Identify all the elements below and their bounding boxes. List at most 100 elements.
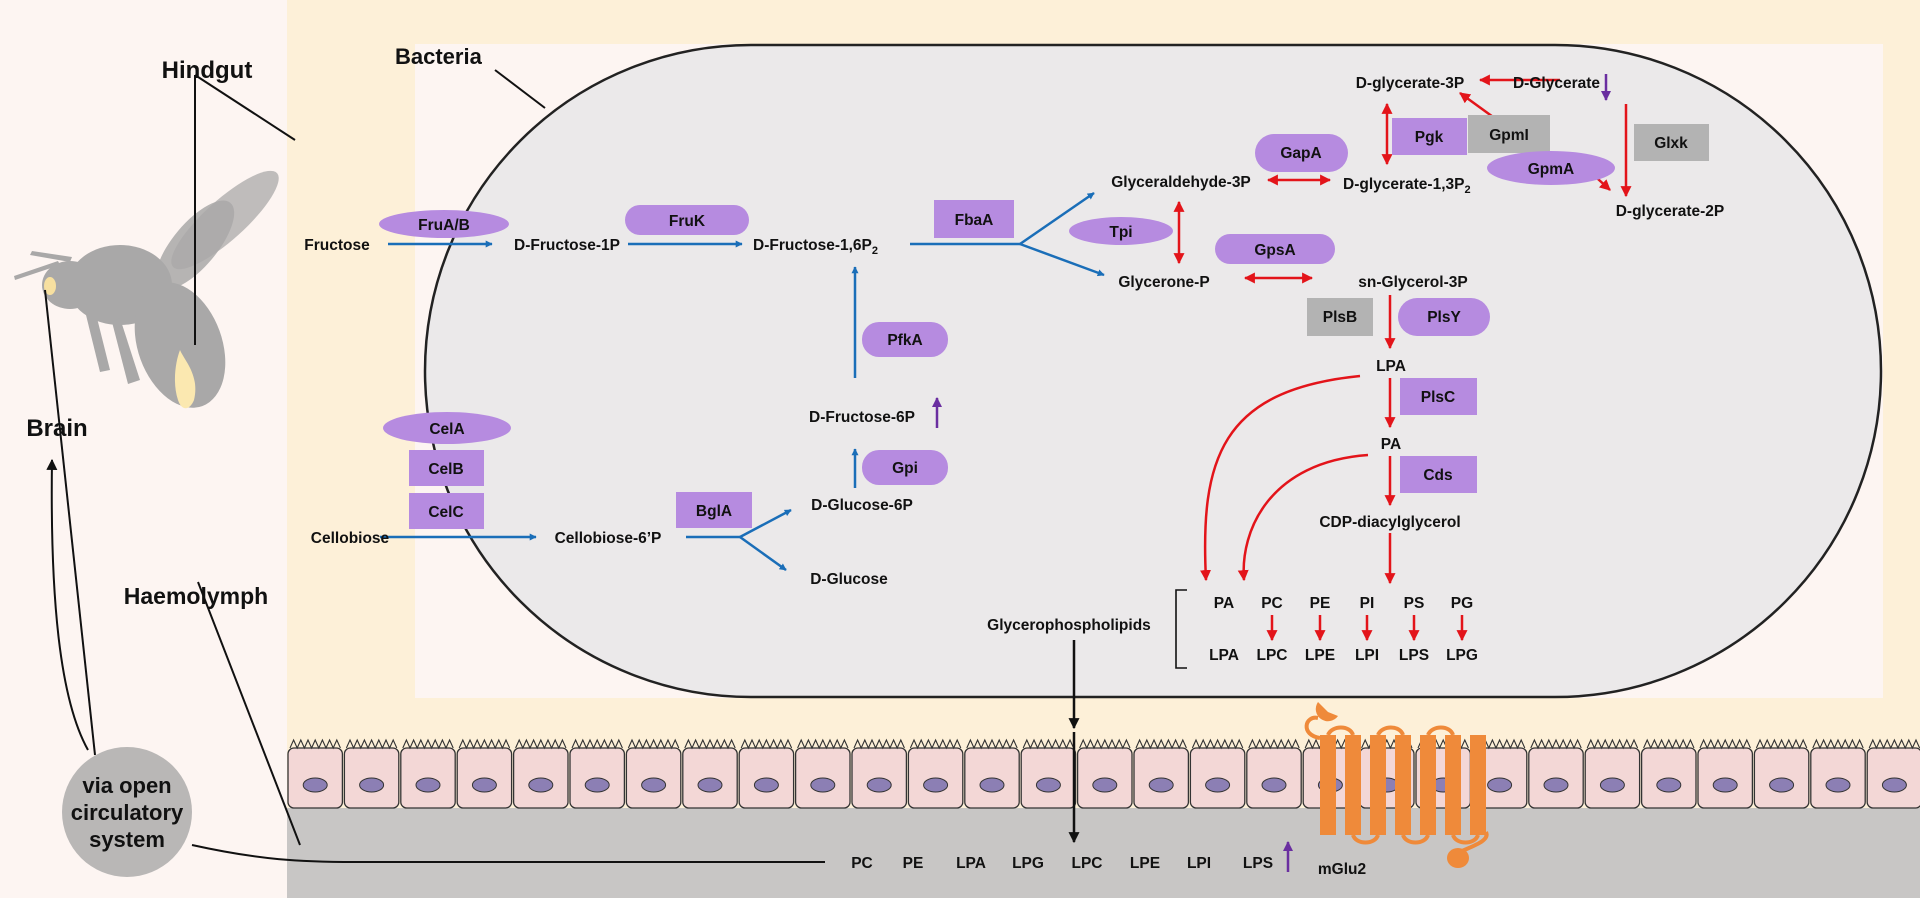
microvilli bbox=[515, 738, 567, 750]
enzyme-cela bbox=[383, 412, 511, 444]
enzyme-label-frua-b: FruA/B bbox=[418, 217, 470, 234]
microvilli bbox=[627, 738, 680, 750]
gut-epithelium bbox=[287, 738, 1920, 809]
bacteria-cell bbox=[423, 43, 1883, 699]
brain-label: Brain bbox=[26, 415, 87, 442]
enzyme-plsc bbox=[1400, 378, 1477, 415]
metabolite-d-glucose: D-Glucose bbox=[810, 571, 888, 588]
enzyme-glxk bbox=[1634, 124, 1709, 161]
enzyme-label-cela: CelA bbox=[429, 421, 464, 438]
cell-nucleus bbox=[1543, 777, 1569, 793]
enzyme-celb bbox=[409, 450, 484, 486]
metabolite-labels: Fructose D-Fructose-1P D-Fructose-1,6P2 … bbox=[304, 75, 1724, 634]
cell-nucleus bbox=[302, 777, 328, 793]
microvilli bbox=[1812, 738, 1864, 750]
haemolymph-lipid-3: LPG bbox=[1012, 855, 1044, 872]
enzyme-bgla bbox=[676, 492, 752, 528]
enzyme-celc bbox=[409, 493, 484, 529]
microvilli bbox=[1868, 738, 1920, 750]
metabolite-d-fructose-16p2: D-Fructose-1,6P2 bbox=[753, 237, 878, 257]
metabolite-cellobiose-6p: Cellobiose-6’P bbox=[555, 530, 662, 547]
metabolite-cdp-diacylglycerol: CDP-diacylglycerol bbox=[1319, 514, 1460, 531]
enzyme-label-plsc: PlsC bbox=[1421, 389, 1455, 406]
microvilli bbox=[1022, 738, 1075, 750]
enzyme-label-cds: Cds bbox=[1423, 467, 1452, 484]
haemolymph-lipid-7: LPS bbox=[1243, 855, 1273, 872]
enzyme-labels: FruA/B FruK FbaA PfkA Gpi BglA CelA CelB… bbox=[418, 127, 1688, 521]
enzyme-label-plsy: PlsY bbox=[1427, 309, 1461, 326]
metabolite-d-fructose-16p2-text: D-Fructose-1,6P bbox=[753, 237, 872, 254]
enzyme-label-bgla: BglA bbox=[696, 503, 732, 520]
cell-nucleus bbox=[1599, 777, 1625, 793]
enzyme-cds bbox=[1400, 456, 1477, 493]
enzyme-fruk bbox=[625, 205, 749, 235]
microvilli bbox=[345, 738, 398, 750]
enzyme-gpma bbox=[1487, 151, 1615, 185]
metabolite-sn-glycerol-3p: sn-Glycerol-3P bbox=[1358, 274, 1467, 291]
metabolite-d-glycerate-3p: D-glycerate-3P bbox=[1356, 75, 1465, 92]
bacteria-pointer bbox=[494, 69, 546, 109]
enzyme-pgk bbox=[1392, 118, 1467, 155]
enzyme-label-celb: CelB bbox=[428, 461, 463, 478]
cell-nucleus bbox=[1881, 777, 1907, 793]
lysophospholipid-4: LPS bbox=[1399, 647, 1429, 664]
cell-nucleus bbox=[359, 777, 385, 793]
cell-nucleus bbox=[1656, 777, 1682, 793]
metabolite-cellobiose: Cellobiose bbox=[311, 530, 390, 547]
enzyme-frua-b bbox=[379, 210, 509, 238]
bee-icon bbox=[14, 170, 279, 408]
enzyme-label-gpmi: GpmI bbox=[1489, 127, 1529, 144]
glycerophospholipids-label: Glycerophospholipids bbox=[987, 617, 1151, 634]
cell-nucleus bbox=[584, 777, 610, 793]
haemolymph-pointer bbox=[197, 581, 301, 846]
microvilli bbox=[1248, 738, 1300, 750]
enzyme-tpi bbox=[1069, 217, 1173, 245]
enzyme-gpi bbox=[862, 450, 948, 485]
circulatory-label-3: system bbox=[89, 827, 165, 852]
metabolite-glyceraldehyde-3p: Glyceraldehyde-3P bbox=[1111, 174, 1251, 191]
enzyme-label-fruk: FruK bbox=[669, 213, 706, 230]
bee-hindgut-icon bbox=[174, 350, 196, 409]
cell-nucleus bbox=[923, 777, 949, 793]
lysophospholipid-1: LPC bbox=[1257, 647, 1288, 664]
microvilli bbox=[1586, 738, 1639, 750]
phospholipid-3: PI bbox=[1360, 595, 1375, 612]
hindgut-label: Hindgut bbox=[162, 57, 253, 84]
haemolymph-lipid-6: LPI bbox=[1187, 855, 1211, 872]
microvilli bbox=[909, 738, 962, 750]
haemolymph-label: Haemolymph bbox=[124, 583, 268, 609]
cell-nucleus bbox=[1261, 777, 1287, 793]
enzymes bbox=[379, 115, 1709, 529]
metabolite-d-glycerate-2p: D-glycerate-2P bbox=[1616, 203, 1725, 220]
mglu2-label: mGlu2 bbox=[1318, 861, 1366, 878]
enzyme-label-gapa: GapA bbox=[1280, 145, 1321, 162]
cell-nucleus bbox=[528, 777, 554, 793]
bee-brain-icon bbox=[44, 277, 56, 295]
microvilli bbox=[1643, 738, 1695, 750]
metabolite-d-fructose-1p: D-Fructose-1P bbox=[514, 237, 620, 254]
enzyme-label-gpsa: GpsA bbox=[1254, 242, 1295, 259]
lysophospholipid-5: LPG bbox=[1446, 647, 1478, 664]
enzyme-label-pgk: Pgk bbox=[1415, 129, 1444, 146]
mglu2-receptor-icon bbox=[1304, 702, 1489, 868]
enzyme-gpsa bbox=[1215, 234, 1335, 264]
microvilli bbox=[1755, 738, 1808, 750]
lysophospholipid-0: LPA bbox=[1209, 647, 1239, 664]
cell-nucleus bbox=[471, 777, 497, 793]
microvilli bbox=[797, 738, 849, 750]
bacteria-label: Bacteria bbox=[395, 44, 483, 69]
enzyme-plsb bbox=[1307, 298, 1373, 336]
metabolite-d-glycerate-13p2-text: D-glycerate-1,3P bbox=[1343, 176, 1464, 193]
brain-pointer bbox=[44, 289, 96, 756]
haemolymph-lipid-5: LPE bbox=[1130, 855, 1160, 872]
circulatory-label-2: circulatory bbox=[71, 800, 184, 825]
cell-nucleus bbox=[415, 777, 441, 793]
cell-nucleus bbox=[1769, 777, 1795, 793]
microvilli bbox=[1079, 738, 1131, 750]
phospholipid-1: PC bbox=[1261, 595, 1283, 612]
cell-nucleus bbox=[697, 777, 723, 793]
